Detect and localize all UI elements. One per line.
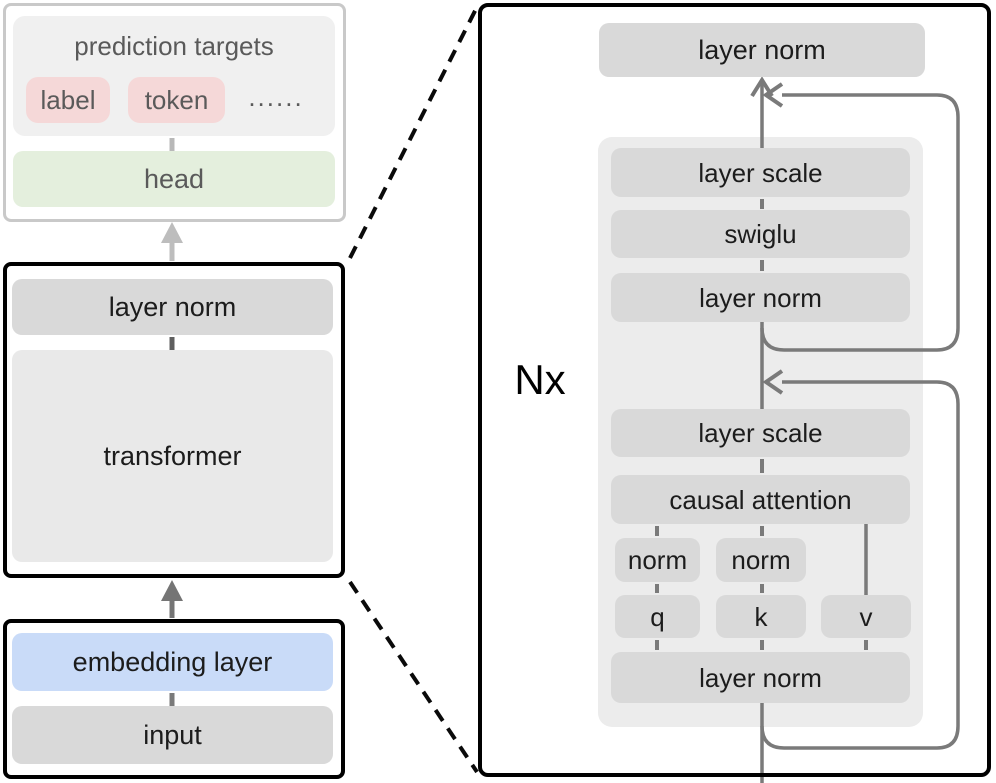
token-pill: token bbox=[128, 77, 225, 123]
swiglu-box: swiglu bbox=[611, 210, 910, 258]
k-box: k bbox=[716, 595, 806, 638]
mlp-layer-scale-box: layer scale bbox=[611, 148, 910, 197]
attention-layer-norm-box: layer norm bbox=[611, 652, 910, 703]
up-arrowhead bbox=[750, 76, 774, 98]
overview-layer-norm-box: layer norm bbox=[12, 279, 333, 335]
norm-q-box: norm bbox=[615, 538, 700, 582]
v-box: v bbox=[821, 595, 911, 638]
embedding-to-transformer-arrow bbox=[161, 580, 183, 618]
transformer-box: transformer bbox=[12, 350, 333, 562]
residual-stream-line bbox=[760, 80, 868, 783]
zoom-guide-top-dashed-line bbox=[348, 6, 479, 259]
q-box: q bbox=[615, 595, 700, 638]
head-box: head bbox=[13, 151, 335, 207]
zoom-guide-bottom-dashed-line bbox=[348, 580, 479, 774]
causal-attention-box: causal attention bbox=[611, 475, 910, 524]
ellipsis-text: ...... bbox=[248, 81, 304, 112]
norm-k-box: norm bbox=[716, 538, 806, 582]
input-box: input bbox=[12, 706, 333, 764]
prediction-targets-title: prediction targets bbox=[74, 30, 274, 61]
mlp-layer-norm-box: layer norm bbox=[611, 273, 910, 322]
output-layer-norm-box: layer norm bbox=[599, 23, 925, 77]
label-pill: label bbox=[26, 77, 110, 123]
transformer-to-head-arrow bbox=[161, 222, 183, 261]
repeat-count-label: Nx bbox=[514, 356, 566, 403]
embedding-layer-box: embedding layer bbox=[12, 633, 333, 691]
block-dash-connectors bbox=[655, 199, 868, 650]
attention-layer-scale-box: layer scale bbox=[611, 409, 910, 457]
attention-skip-connection bbox=[760, 369, 960, 750]
mlp-skip-connection bbox=[760, 82, 960, 352]
